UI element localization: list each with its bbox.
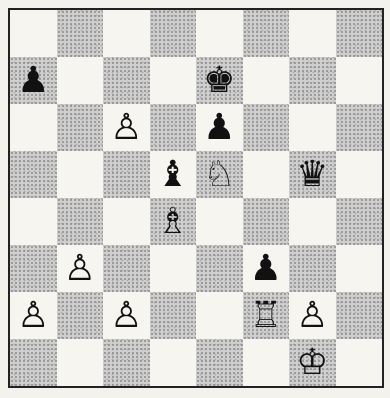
square-h3[interactable] <box>336 245 383 292</box>
square-g5[interactable]: ♛ <box>289 151 336 198</box>
white-pawn-icon[interactable]: ♙ <box>17 298 49 334</box>
square-b8[interactable] <box>57 10 104 57</box>
square-d4[interactable]: ♗ <box>150 198 197 245</box>
square-c5[interactable] <box>103 151 150 198</box>
square-g4[interactable] <box>289 198 336 245</box>
black-king-icon[interactable]: ♚ <box>203 63 235 99</box>
square-a7[interactable]: ♟ <box>10 57 57 104</box>
square-g7[interactable] <box>289 57 336 104</box>
square-g2[interactable]: ♙ <box>289 292 336 339</box>
square-e3[interactable] <box>196 245 243 292</box>
square-b6[interactable] <box>57 104 104 151</box>
black-queen-icon[interactable]: ♛ <box>296 157 328 193</box>
square-d5[interactable]: ♝ <box>150 151 197 198</box>
square-a6[interactable] <box>10 104 57 151</box>
square-a2[interactable]: ♙ <box>10 292 57 339</box>
chess-board: ♟ ♚ ♙ ♟ ♝ ♘ ♛ ♗ ♙ ♟ ♙ ♙ ♖ ♙ ♔ <box>8 8 384 388</box>
square-f2[interactable]: ♖ <box>243 292 290 339</box>
square-e7[interactable]: ♚ <box>196 57 243 104</box>
square-a3[interactable] <box>10 245 57 292</box>
square-e4[interactable] <box>196 198 243 245</box>
square-f6[interactable] <box>243 104 290 151</box>
square-f1[interactable] <box>243 339 290 386</box>
square-c8[interactable] <box>103 10 150 57</box>
square-d6[interactable] <box>150 104 197 151</box>
white-king-icon[interactable]: ♔ <box>296 345 328 381</box>
white-pawn-icon[interactable]: ♙ <box>296 298 328 334</box>
square-c6[interactable]: ♙ <box>103 104 150 151</box>
square-g8[interactable] <box>289 10 336 57</box>
square-e1[interactable] <box>196 339 243 386</box>
square-g3[interactable] <box>289 245 336 292</box>
square-g1[interactable]: ♔ <box>289 339 336 386</box>
square-b7[interactable] <box>57 57 104 104</box>
square-f5[interactable] <box>243 151 290 198</box>
square-h7[interactable] <box>336 57 383 104</box>
square-f3[interactable]: ♟ <box>243 245 290 292</box>
square-h1[interactable] <box>336 339 383 386</box>
square-c1[interactable] <box>103 339 150 386</box>
square-c2[interactable]: ♙ <box>103 292 150 339</box>
black-pawn-icon[interactable]: ♟ <box>17 63 49 99</box>
square-d8[interactable] <box>150 10 197 57</box>
square-h6[interactable] <box>336 104 383 151</box>
square-h2[interactable] <box>336 292 383 339</box>
square-h8[interactable] <box>336 10 383 57</box>
white-bishop-icon[interactable]: ♗ <box>157 204 189 240</box>
square-d1[interactable] <box>150 339 197 386</box>
square-h5[interactable] <box>336 151 383 198</box>
square-a8[interactable] <box>10 10 57 57</box>
black-bishop-icon[interactable]: ♝ <box>157 157 189 193</box>
white-knight-icon[interactable]: ♘ <box>203 157 235 193</box>
square-f4[interactable] <box>243 198 290 245</box>
white-pawn-icon[interactable]: ♙ <box>110 110 142 146</box>
square-f8[interactable] <box>243 10 290 57</box>
square-e5[interactable]: ♘ <box>196 151 243 198</box>
square-b2[interactable] <box>57 292 104 339</box>
square-f7[interactable] <box>243 57 290 104</box>
square-g6[interactable] <box>289 104 336 151</box>
square-a1[interactable] <box>10 339 57 386</box>
square-c3[interactable] <box>103 245 150 292</box>
square-h4[interactable] <box>336 198 383 245</box>
black-pawn-icon[interactable]: ♟ <box>250 251 282 287</box>
square-c4[interactable] <box>103 198 150 245</box>
white-pawn-icon[interactable]: ♙ <box>110 298 142 334</box>
square-b3[interactable]: ♙ <box>57 245 104 292</box>
square-e8[interactable] <box>196 10 243 57</box>
square-d3[interactable] <box>150 245 197 292</box>
white-rook-icon[interactable]: ♖ <box>250 298 282 334</box>
white-pawn-icon[interactable]: ♙ <box>64 251 96 287</box>
square-d7[interactable] <box>150 57 197 104</box>
square-b4[interactable] <box>57 198 104 245</box>
square-e2[interactable] <box>196 292 243 339</box>
square-b5[interactable] <box>57 151 104 198</box>
square-d2[interactable] <box>150 292 197 339</box>
black-pawn-icon[interactable]: ♟ <box>203 110 235 146</box>
square-b1[interactable] <box>57 339 104 386</box>
square-a4[interactable] <box>10 198 57 245</box>
square-c7[interactable] <box>103 57 150 104</box>
square-a5[interactable] <box>10 151 57 198</box>
square-e6[interactable]: ♟ <box>196 104 243 151</box>
